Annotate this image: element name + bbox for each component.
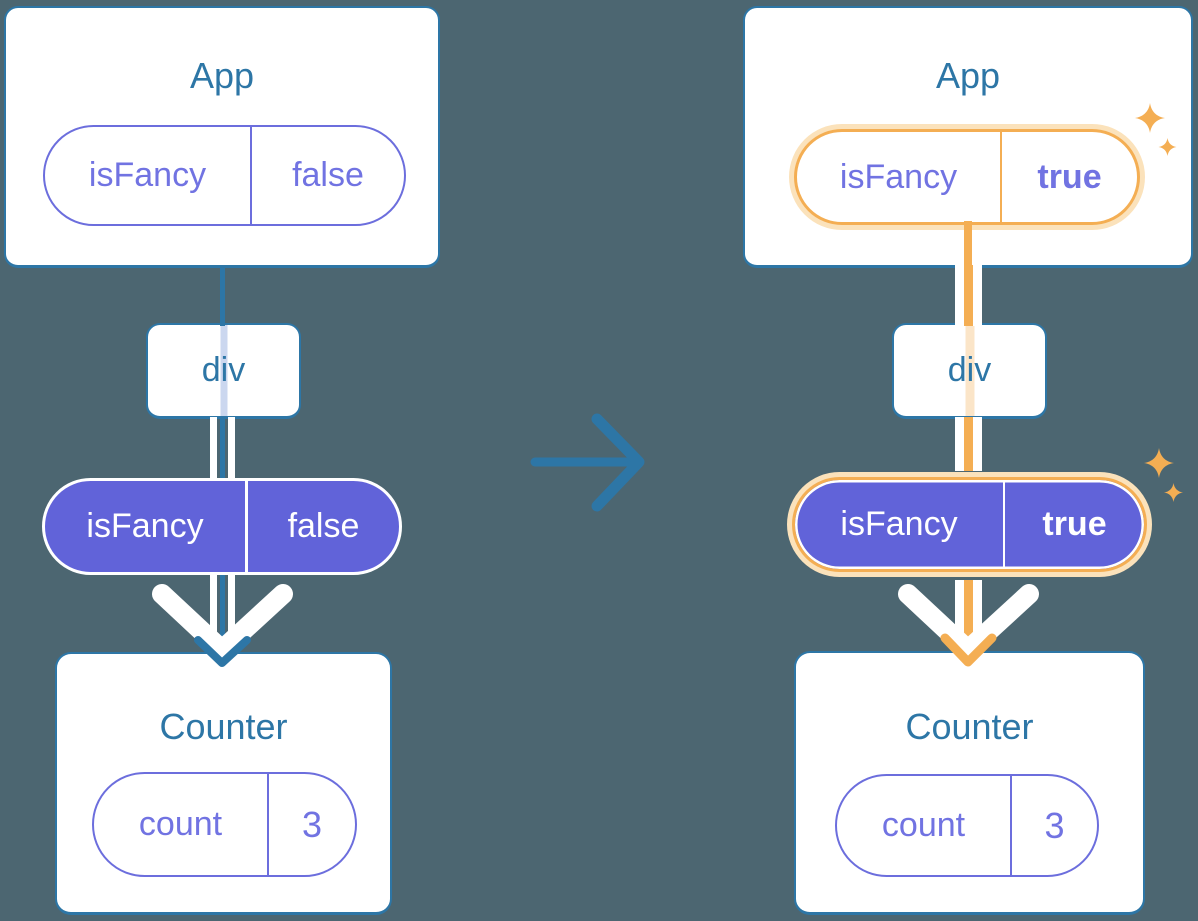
div-node-label: div [947, 351, 992, 389]
state-name-label: count [837, 776, 1012, 875]
counter-card-title: Counter [905, 706, 1034, 747]
app-card-title: App [935, 55, 1001, 96]
prop-value-label: false [287, 507, 360, 545]
transition-arrow-icon [530, 413, 645, 512]
props-band [954, 580, 982, 643]
prop-name-label: isFancy [797, 132, 1002, 222]
state-pill-outline: count 3 [92, 772, 357, 877]
arrowhead-down-icon [940, 633, 997, 667]
passthrough-stripe [220, 325, 227, 416]
counter-card: Counter count 3 [794, 651, 1145, 915]
props-pill: isFancy false [43, 125, 406, 226]
props-band [954, 417, 982, 471]
props-band [210, 417, 235, 480]
state-value-label: 3 [301, 803, 323, 845]
state-name-label: count [94, 774, 269, 875]
tree-edge-line [220, 266, 225, 326]
prop-value-label: true [1037, 157, 1102, 196]
prop-name-label: isFancy [45, 127, 252, 224]
state-pill-outline: count 3 [835, 774, 1099, 877]
props-band [210, 575, 235, 645]
state-pill-highlighted: isFancy true [792, 477, 1147, 572]
arrowhead-down-icon [194, 636, 251, 667]
state-pill: isFancy false [42, 478, 402, 575]
props-pill-highlighted: isFancy true [794, 129, 1140, 225]
div-node: div [892, 323, 1047, 419]
div-node-label: div [201, 351, 246, 389]
counter-card-title: Counter [159, 706, 288, 747]
app-card: App isFancy false [4, 6, 440, 268]
big-arrow-chevron-icon [152, 584, 293, 660]
app-card-title: App [189, 55, 255, 96]
prop-name-label: isFancy [795, 480, 1005, 569]
prop-name-label: isFancy [45, 481, 248, 572]
props-band [954, 265, 982, 326]
sparkles-icon [1135, 103, 1177, 156]
prop-flow-line [963, 580, 973, 658]
prop-value-label: false [292, 156, 364, 194]
big-arrow-chevron-icon [898, 584, 1039, 660]
state-value-label: 3 [1044, 804, 1065, 846]
tree-edge-line [220, 575, 225, 658]
sparkles-icon [1144, 448, 1183, 502]
div-node: div [146, 323, 301, 419]
counter-card: Counter count 3 [55, 652, 392, 915]
prop-flow-line [964, 221, 972, 268]
passthrough-stripe [965, 325, 974, 416]
prop-value-label: true [1042, 505, 1107, 543]
